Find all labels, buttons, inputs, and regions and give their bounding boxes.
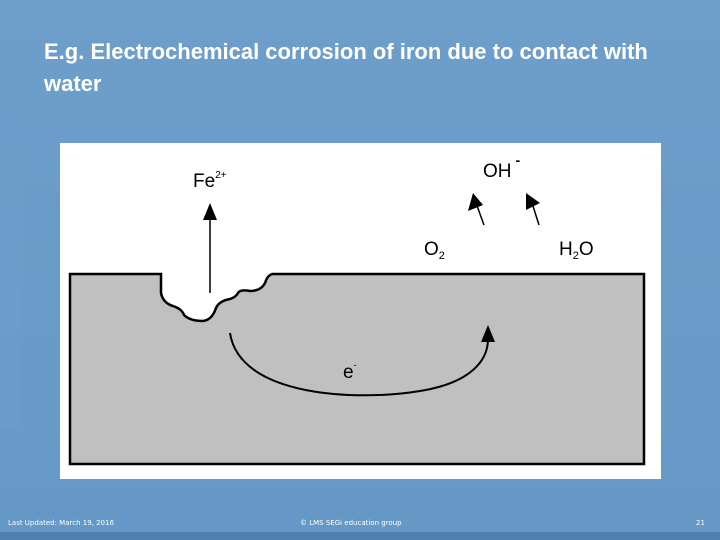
footer-last-updated: Last Updated: March 19, 2016 (8, 519, 114, 527)
corrosion-diagram: Fe2+ OH- O2 H2O e- (60, 143, 661, 479)
slide-title: E.g. Electrochemical corrosion of iron d… (44, 36, 684, 100)
oxygen-to-hydroxide-arrowhead (468, 193, 483, 211)
hydroxide-label: OH- (483, 152, 521, 182)
page-number: 21 (696, 519, 705, 527)
bottom-bar (0, 532, 720, 540)
fe-ion-label: Fe2+ (193, 170, 227, 192)
oxygen-label: O2 (424, 239, 445, 262)
fe-ion-arrowhead (203, 203, 217, 220)
water-label: H2O (559, 239, 594, 262)
footer-copyright: © LMS SEGi education group (300, 519, 402, 527)
iron-block (70, 274, 644, 464)
